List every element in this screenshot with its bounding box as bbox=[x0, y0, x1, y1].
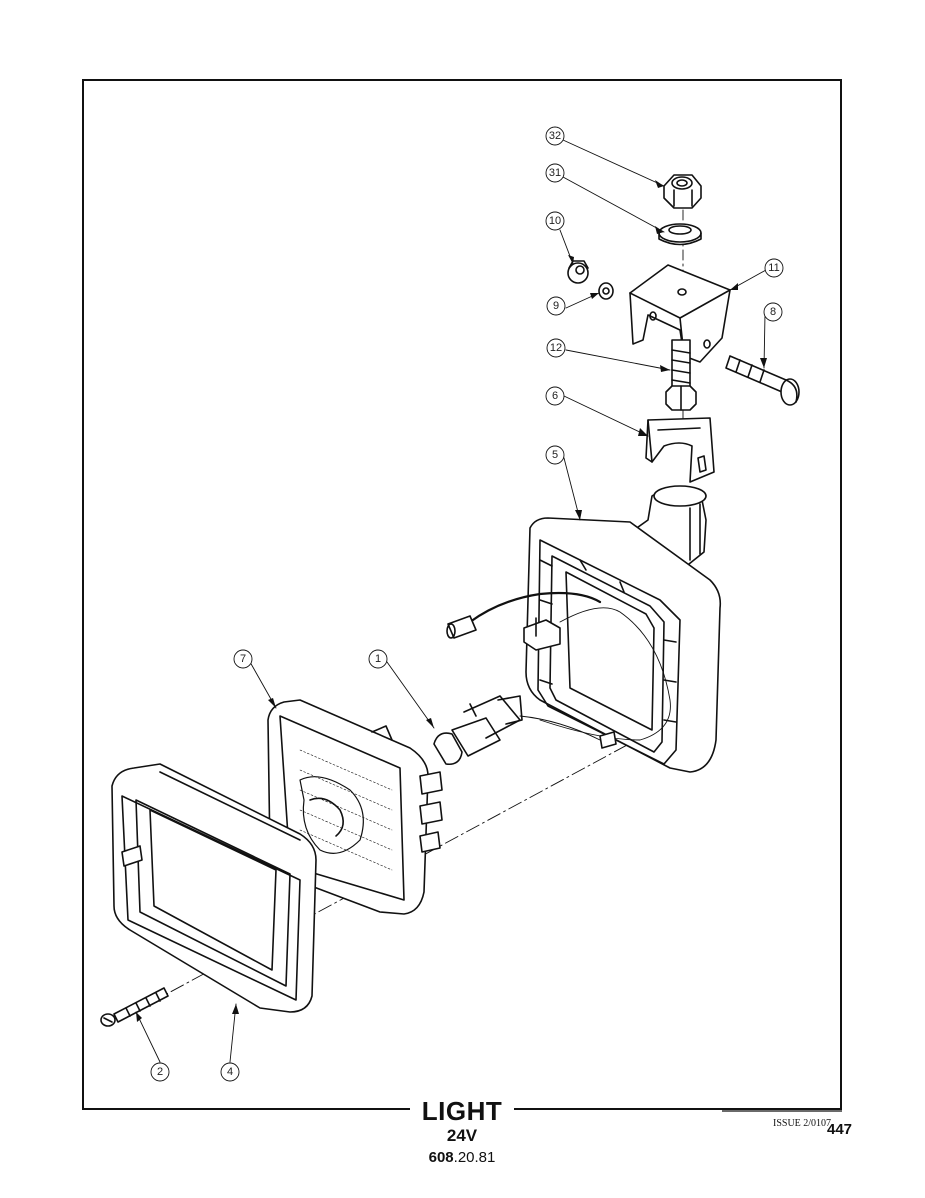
callout-5: 5 bbox=[552, 449, 558, 461]
callout-circle-2 bbox=[150, 1062, 170, 1082]
part-4-bezel bbox=[111, 763, 317, 1013]
part-9-small-washer bbox=[598, 282, 614, 300]
callout-circle-31 bbox=[545, 163, 565, 183]
callout-6: 6 bbox=[552, 390, 558, 402]
callout-2: 2 bbox=[157, 1066, 163, 1078]
wire-bulb bbox=[519, 715, 601, 741]
part-10-small-nut bbox=[567, 260, 589, 284]
callout-32: 32 bbox=[549, 130, 561, 142]
wire-black bbox=[468, 591, 602, 624]
page-subtitle: 24V bbox=[446, 1126, 478, 1145]
part-31-washer bbox=[658, 223, 702, 246]
callout-7: 7 bbox=[240, 653, 246, 665]
callout-circle-10 bbox=[545, 211, 565, 231]
part-32-nut bbox=[663, 174, 702, 209]
callout-11: 11 bbox=[768, 262, 779, 274]
part-1-bulb bbox=[433, 695, 523, 766]
part-11-bracket bbox=[629, 264, 731, 363]
page-number: 447 bbox=[827, 1121, 853, 1138]
callout-circle-11 bbox=[764, 258, 784, 278]
callout-circle-6 bbox=[545, 386, 565, 406]
callout-circle-1 bbox=[368, 649, 388, 669]
callout-circle-32 bbox=[545, 126, 565, 146]
callout-4: 4 bbox=[227, 1066, 233, 1078]
part-12-vertical-bolt bbox=[665, 339, 697, 411]
callout-1: 1 bbox=[375, 653, 381, 665]
callout-circle-12 bbox=[546, 338, 566, 358]
page-title: LIGHT bbox=[410, 1096, 514, 1126]
callout-circle-5 bbox=[545, 445, 565, 465]
part-code-suffix: .20.81 bbox=[453, 1149, 496, 1166]
part-5-housing bbox=[523, 485, 722, 773]
part-6-clamp bbox=[645, 417, 715, 483]
issue-label: ISSUE 2/0107 bbox=[773, 1118, 832, 1129]
part-code: 608.20.81 bbox=[400, 1149, 524, 1167]
part-code-main: 608 bbox=[428, 1149, 454, 1166]
callout-circle-7 bbox=[233, 649, 253, 669]
part-8-bolt bbox=[725, 355, 800, 406]
callout-9: 9 bbox=[553, 300, 559, 312]
callout-circle-4 bbox=[220, 1062, 240, 1082]
callout-10: 10 bbox=[549, 215, 561, 227]
callout-8: 8 bbox=[770, 306, 776, 318]
callout-31: 31 bbox=[549, 167, 561, 179]
callout-circle-9 bbox=[546, 296, 566, 316]
terminal-plug bbox=[446, 615, 617, 749]
callout-12: 12 bbox=[550, 342, 562, 354]
callout-labels: 32 31 10 11 9 8 12 6 5 7 1 2 4 bbox=[157, 130, 780, 1078]
part-2-screw bbox=[100, 987, 169, 1027]
arrowheads bbox=[136, 180, 767, 1022]
callout-circles bbox=[150, 126, 784, 1082]
callout-circle-8 bbox=[763, 302, 783, 322]
